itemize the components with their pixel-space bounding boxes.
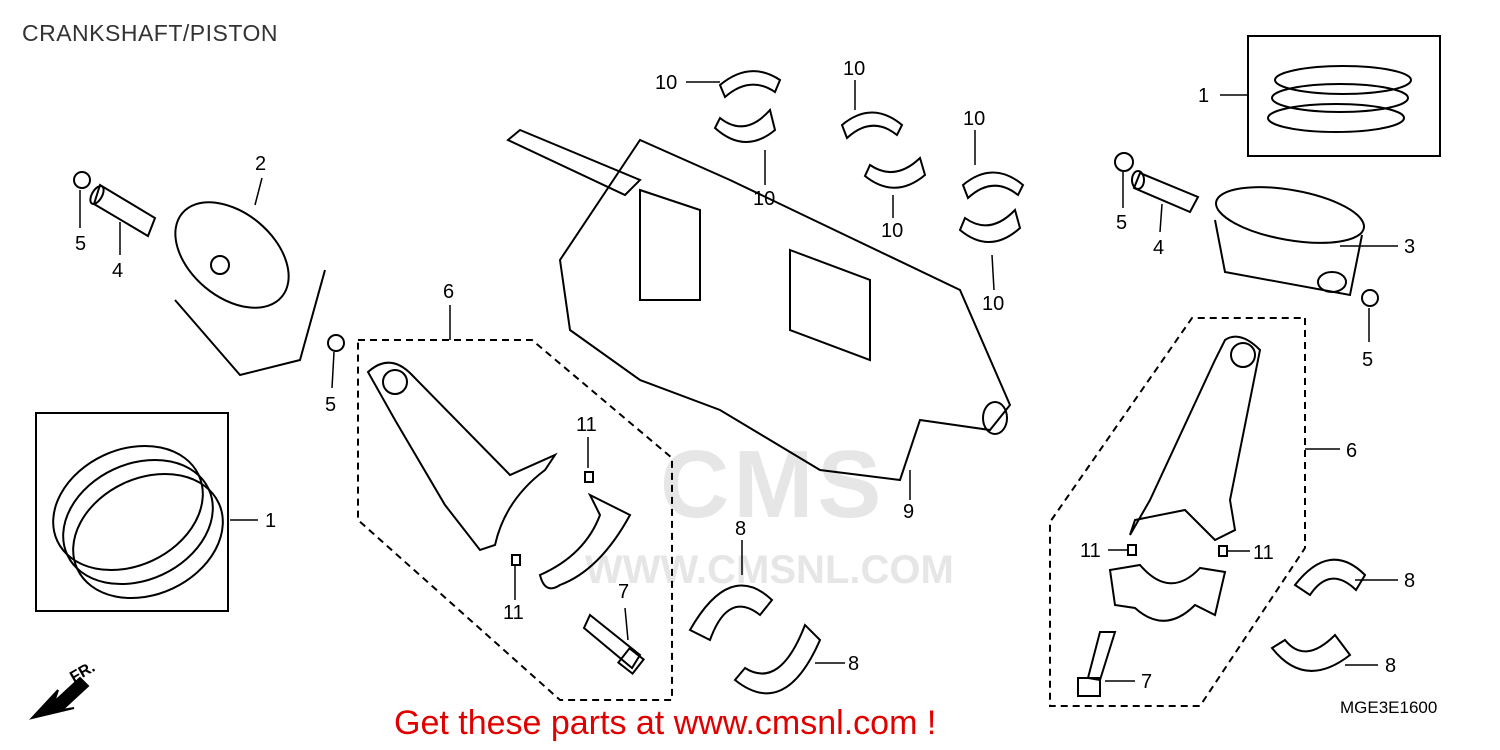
page-title: CRANKSHAFT/PISTON xyxy=(22,20,278,46)
rod-bearings xyxy=(688,558,1367,695)
rod-cap-left xyxy=(538,492,632,590)
callout-main-bearing-f: 10 xyxy=(982,293,1004,315)
callout-main-bearing-d: 10 xyxy=(881,220,903,242)
callout-dowel-right-a: 11 xyxy=(1080,540,1101,562)
main-bearings xyxy=(713,70,1025,243)
ring-set-box-right xyxy=(1247,35,1441,157)
callout-conrod-right: 6 xyxy=(1346,440,1357,462)
piston-clip-right-a xyxy=(1114,152,1134,172)
conrod-group-left xyxy=(357,339,673,701)
callout-main-bearing-b: 10 xyxy=(753,188,775,210)
callout-ring-set-right: 1 xyxy=(1198,85,1209,107)
piston-rings-right xyxy=(1267,65,1412,133)
callout-bolt-left: 7 xyxy=(618,581,629,603)
dowel-left-a xyxy=(584,471,594,483)
callout-clip-right-a: 5 xyxy=(1116,212,1127,234)
callout-clip-left-a: 5 xyxy=(75,233,86,255)
callout-pin-right: 4 xyxy=(1153,237,1164,259)
dowel-right-a xyxy=(1127,544,1137,556)
crankshaft xyxy=(506,128,1012,482)
callout-main-bearing-a: 10 xyxy=(655,72,677,94)
rod-bolt-right xyxy=(1077,631,1117,697)
piston-rings-left xyxy=(52,444,224,600)
callout-pin-left: 4 xyxy=(112,260,123,282)
callout-dowel-left-a: 11 xyxy=(576,414,597,436)
callout-rod-bearing-b: 8 xyxy=(848,653,859,675)
rod-cap-right xyxy=(1108,563,1227,622)
callout-bolt-right: 7 xyxy=(1141,671,1152,693)
rod-bolt-left xyxy=(582,613,646,676)
watermark-url: WWW.CMSNL.COM xyxy=(585,548,954,592)
ring-set-box-left xyxy=(35,412,229,612)
callout-main-bearing-c: 10 xyxy=(843,58,865,80)
piston-left xyxy=(174,201,326,377)
piston-clip-left-b xyxy=(327,334,345,352)
cta-link[interactable]: Get these parts at www.cmsnl.com ! xyxy=(394,704,937,742)
dowel-right-b xyxy=(1218,545,1228,557)
piston-right xyxy=(1214,186,1365,297)
piston-pin-left xyxy=(89,183,157,238)
piston-clip-left-a xyxy=(73,171,91,189)
piston-clip-right-b xyxy=(1361,289,1379,307)
callout-piston-left: 2 xyxy=(255,153,266,175)
callout-conrod-left: 6 xyxy=(443,281,454,303)
callout-rod-bearing-c: 8 xyxy=(1404,570,1415,592)
watermark-logo: CMS xyxy=(660,431,886,538)
front-direction-arrow-icon xyxy=(29,676,90,720)
leader-lines xyxy=(79,80,1398,682)
callout-crankshaft: 9 xyxy=(903,501,914,523)
callout-clip-right-b: 5 xyxy=(1362,349,1373,371)
conrod-group-right xyxy=(1049,317,1306,707)
callout-dowel-left-b: 11 xyxy=(503,602,524,624)
callout-piston-right: 3 xyxy=(1404,236,1415,258)
dowel-left-b xyxy=(511,554,521,566)
callout-rod-bearing-a: 8 xyxy=(735,518,746,540)
connecting-rod-left xyxy=(366,361,558,552)
connecting-rod-right xyxy=(1129,335,1262,542)
callout-rod-bearing-d: 8 xyxy=(1385,655,1396,677)
callout-ring-set-left: 1 xyxy=(265,510,276,532)
callout-main-bearing-e: 10 xyxy=(963,108,985,130)
callout-dowel-right-b: 11 xyxy=(1253,542,1274,564)
callout-clip-left-b: 5 xyxy=(325,394,336,416)
piston-pin-right xyxy=(1131,170,1200,214)
diagram-code: MGE3E1600 xyxy=(1340,698,1438,717)
callout-labels: 1 1 2 3 4 4 5 5 5 5 6 6 7 7 8 8 8 8 9 10… xyxy=(75,58,1415,693)
